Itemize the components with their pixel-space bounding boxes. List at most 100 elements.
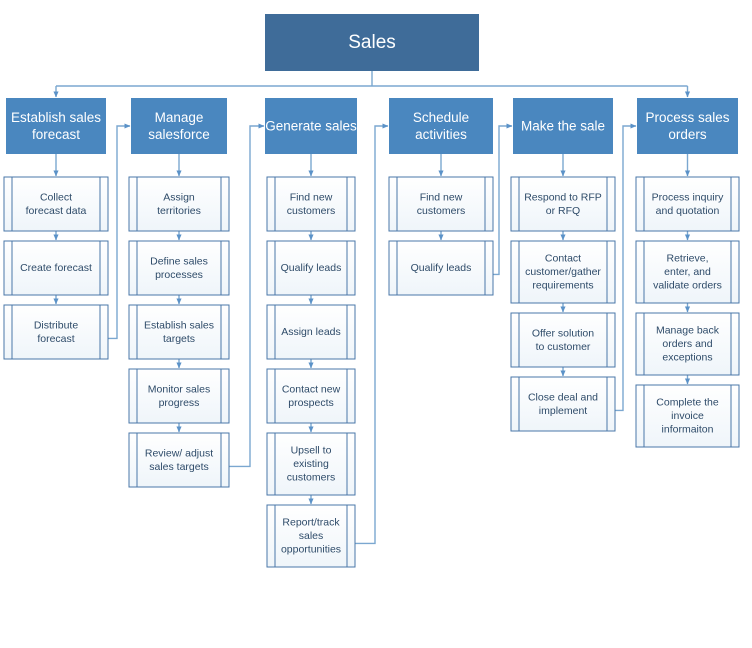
node-label-line: to customer (536, 341, 591, 353)
column-4-to-column-5 (615, 123, 637, 412)
step-node-box[interactable] (266, 504, 356, 568)
step-node-box[interactable] (510, 312, 616, 368)
step-node-process-inquiry-and-quotation[interactable]: Process inquiry and quotation (635, 176, 740, 232)
connector-layer (53, 71, 691, 545)
step-node-box[interactable] (3, 240, 109, 296)
step-node-box[interactable] (635, 240, 740, 304)
step-node-box[interactable] (266, 432, 356, 496)
step-node-box[interactable] (266, 176, 356, 232)
column-header-box[interactable] (513, 98, 613, 154)
column-header-establish-sales-forecast[interactable]: Establish sales forecast (6, 98, 106, 154)
step-node-box[interactable] (510, 376, 616, 432)
node-label-line: Establish sales (11, 110, 101, 125)
node-label-line: Review/ adjust (145, 447, 213, 459)
node-label-line: exceptions (662, 352, 712, 364)
node-label-line: Manage back (656, 325, 720, 337)
node-label-line: Close deal and (528, 391, 598, 403)
step-node-box[interactable] (128, 368, 230, 424)
node-label-line: Offer solution (532, 327, 594, 339)
node-label-line: Process inquiry (652, 191, 725, 203)
column-header-box[interactable] (265, 98, 357, 154)
node-label-line: Complete the (656, 397, 719, 409)
column-header-generate-sales[interactable]: Generate sales (265, 98, 357, 154)
step-node-box[interactable] (388, 240, 494, 296)
node-label-line: requirements (532, 280, 593, 292)
step-node-box[interactable] (635, 176, 740, 232)
step-node-box[interactable] (128, 304, 230, 360)
node-label-line: forecast (32, 127, 80, 142)
root-node-sales: Sales (265, 14, 479, 71)
step-node-box[interactable] (510, 176, 616, 232)
column-header-process-sales-orders[interactable]: Process sales orders (637, 98, 738, 154)
node-label-line: salesforce (148, 127, 210, 142)
step-node-box[interactable] (266, 368, 356, 424)
node-label-line: customers (417, 205, 465, 217)
step-node-qualify-leads[interactable]: Qualify leads (388, 240, 494, 296)
step-node-box[interactable] (128, 176, 230, 232)
node-label-line: Find new (420, 191, 463, 203)
node-label-line: Collect (40, 191, 72, 203)
node-label-line: Qualify leads (281, 262, 342, 274)
node-label-line: Manage (155, 110, 204, 125)
step-node-box[interactable] (388, 176, 494, 232)
node-label-line: Assign leads (281, 326, 341, 338)
node-label-line: Process sales (645, 110, 729, 125)
step-node-create-forecast[interactable]: Create forecast (3, 240, 109, 296)
node-label-line: targets (163, 333, 195, 345)
step-node-box[interactable] (266, 240, 356, 296)
column-1-to-column-2 (229, 123, 265, 468)
node-label-line: Respond to RFP (524, 191, 602, 203)
step-node-box[interactable] (128, 240, 230, 296)
step-node-box[interactable] (3, 176, 109, 232)
node-label-line: Find new (290, 191, 333, 203)
node-label-line: prospects (288, 397, 334, 409)
node-label-line: activities (415, 127, 467, 142)
step-node-offer-solution-to-customer[interactable]: Offer solution to customer (510, 312, 616, 368)
node-label-line: customers (287, 472, 335, 484)
node-label-line: enter, and (664, 266, 711, 278)
column-header-make-the-sale[interactable]: Make the sale (513, 98, 613, 154)
step-node-box[interactable] (635, 312, 740, 376)
column-header-box[interactable] (131, 98, 227, 154)
column-header-box[interactable] (389, 98, 493, 154)
step-node-assign-leads[interactable]: Assign leads (266, 304, 356, 360)
step-node-box[interactable] (128, 432, 230, 488)
step-node-box[interactable] (510, 240, 616, 304)
step-node-review-adjust-sales-targets[interactable]: Review/ adjust sales targets (128, 432, 230, 488)
column-header-manage-salesforce[interactable]: Manage salesforce (131, 98, 227, 154)
step-node-box[interactable] (266, 304, 356, 360)
step-node-qualify-leads[interactable]: Qualify leads (266, 240, 356, 296)
column-header-box[interactable] (637, 98, 738, 154)
node-label-line: and quotation (656, 205, 720, 217)
node-label-line: sales targets (149, 461, 209, 473)
node-label-line: sales (299, 530, 324, 542)
step-node-box[interactable] (3, 304, 109, 360)
node-label-line: orders and (662, 338, 712, 350)
step-node-box[interactable] (635, 384, 740, 448)
node-label-line: Make the sale (521, 119, 605, 134)
step-node-find-new-customers[interactable]: Find new customers (388, 176, 494, 232)
root-node-label: Sales (348, 32, 396, 53)
node-label-line: orders (668, 127, 707, 142)
column-header-box[interactable] (6, 98, 106, 154)
node-label-line: customer/gather (525, 266, 601, 278)
